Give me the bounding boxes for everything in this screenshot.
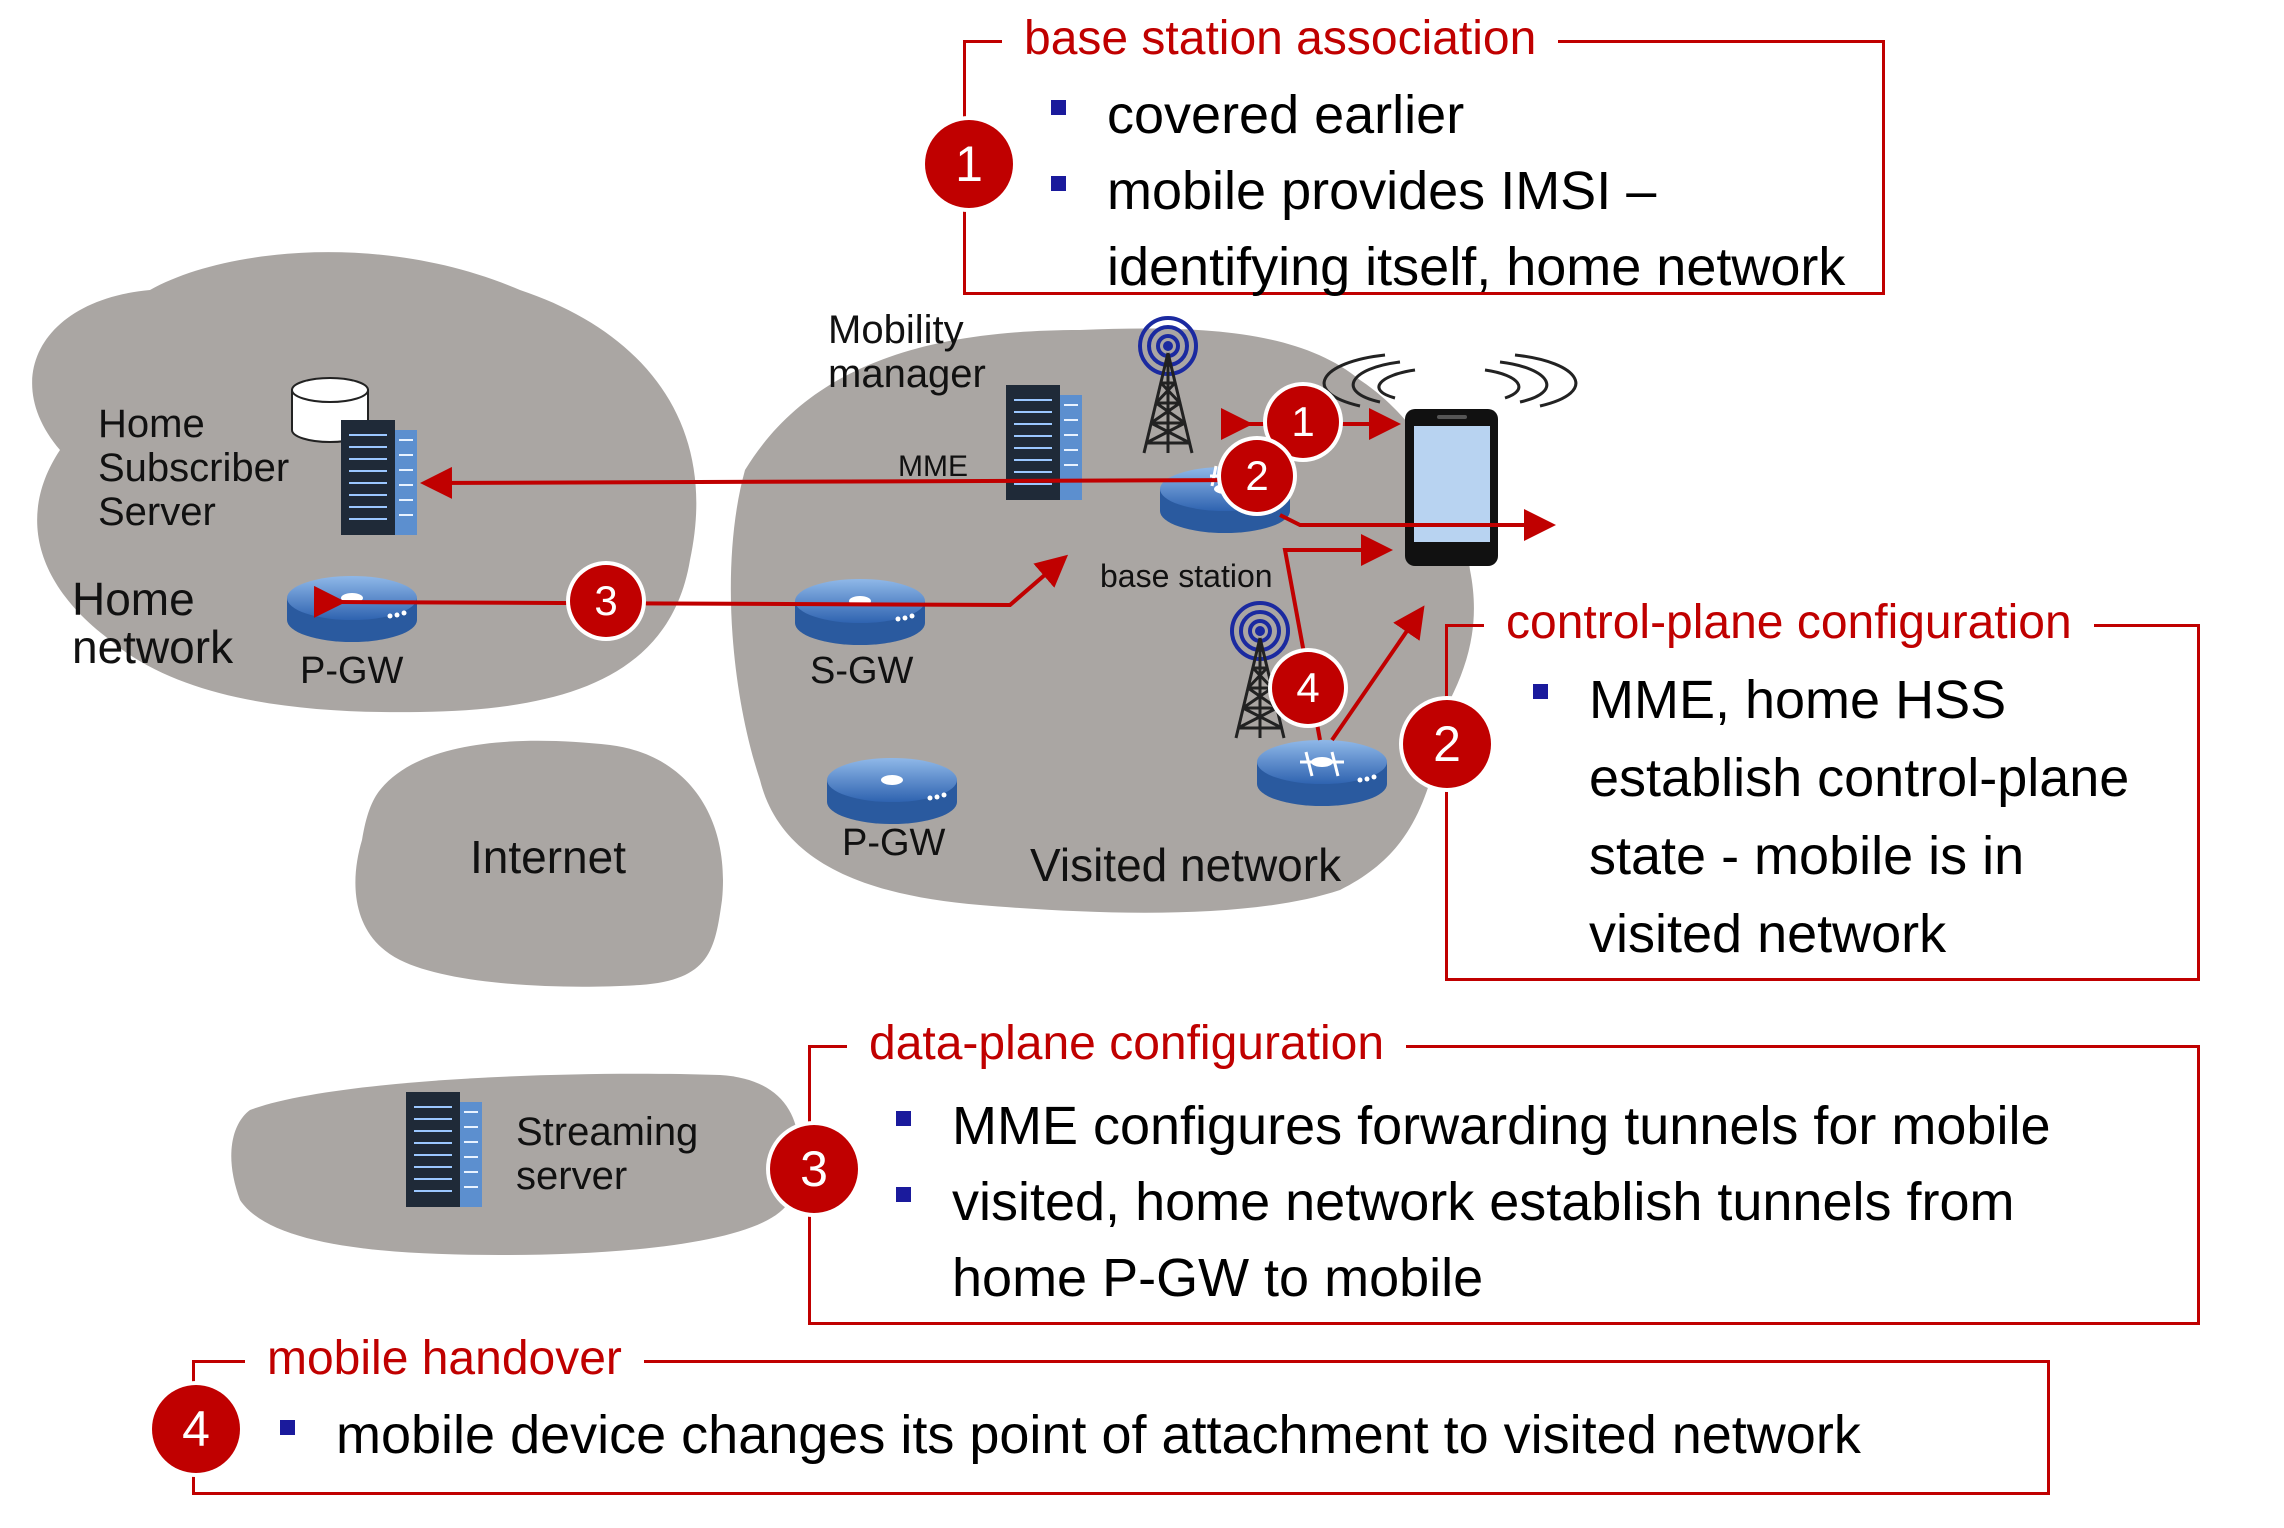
sgw-router-icon — [795, 579, 925, 645]
hss-server-icon — [340, 419, 418, 536]
step-1-badge: 1 — [1267, 386, 1339, 458]
sgw-label: S-GW — [810, 650, 914, 692]
control-plane-configuration-title: control-plane configuration — [1484, 593, 2094, 653]
wireless-signal-icon — [1322, 353, 1578, 408]
handover-mobile-arrow — [1330, 605, 1425, 742]
step-4-badge: 4 — [1272, 652, 1344, 724]
home-network-label: Home network — [72, 573, 234, 673]
step-3-badge: 3 — [570, 565, 642, 637]
base-station-association-callout: base station association covered earlier… — [963, 9, 1885, 297]
visited-pgw-router-icon — [827, 758, 957, 824]
bullet-item: identifying itself, home network — [1107, 237, 1846, 297]
base-station-2-router-icon — [1257, 740, 1387, 806]
mobility-manager-label: Mobility manager — [828, 308, 986, 396]
hss-label: Home Subscriber Server — [98, 402, 290, 534]
streaming-server-label: Streaming server — [516, 1110, 699, 1198]
streaming-server-icon — [405, 1091, 483, 1208]
control-plane-configuration-callout: control-plane configuration MME, home HS… — [1445, 593, 2200, 981]
bullet-item: visited, home network establish tunnels … — [896, 1164, 2050, 1240]
base-station-label: base station — [1100, 558, 1273, 594]
callout-1-badge: 1 — [925, 120, 1013, 208]
data-plane-configuration-bullets: MME configures forwarding tunnels for mo… — [896, 1088, 2050, 1316]
internet-cloud — [355, 740, 724, 987]
mobile-phone-icon — [1405, 409, 1498, 566]
mobile-handover-title: mobile handover — [245, 1329, 644, 1389]
visited-network-label: Visited network — [1030, 839, 1342, 891]
home-pgw-router-icon — [287, 576, 417, 642]
callout-3-badge: 3 — [770, 1125, 858, 1213]
data-plane-tunnel-arrow — [313, 554, 1069, 618]
bullet-item: covered earlier — [1051, 77, 1845, 153]
bullet-item: state - mobile is in — [1589, 826, 2025, 886]
internet-label: Internet — [470, 831, 626, 883]
data-plane-configuration-title: data-plane configuration — [847, 1014, 1407, 1074]
base-station-association-bullets: covered earlier mobile provides IMSI – i… — [1051, 77, 1845, 305]
bullet-item: MME, home HSS — [1533, 661, 2129, 739]
mme-label: MME — [898, 450, 968, 483]
bullet-item: MME configures forwarding tunnels for mo… — [896, 1088, 2050, 1164]
callout-2-badge: 2 — [1403, 700, 1491, 788]
callout-4-badge: 4 — [152, 1385, 240, 1473]
base-station-association-title: base station association — [1002, 9, 1559, 69]
mobile-handover-bullets: mobile device changes its point of attac… — [280, 1397, 1861, 1473]
bullet-item: establish control-plane — [1589, 748, 2130, 808]
bullet-item: visited network — [1589, 904, 1947, 964]
bullet-item: home P-GW to mobile — [952, 1248, 1484, 1308]
control-plane-configuration-bullets: MME, home HSS establish control-plane st… — [1533, 661, 2129, 973]
mme-to-mobile-arrow — [1279, 509, 1556, 541]
home-pgw-label: P-GW — [300, 650, 404, 692]
step-2-badge: 2 — [1221, 440, 1293, 512]
bullet-item: mobile provides IMSI – — [1051, 153, 1845, 229]
control-plane-arrow — [420, 466, 1261, 499]
data-plane-configuration-callout: data-plane configuration MME configures … — [808, 1014, 2200, 1325]
mobile-handover-callout: mobile handover mobile device changes it… — [192, 1329, 2050, 1495]
visited-pgw-label: P-GW — [842, 822, 946, 864]
streaming-cloud — [231, 1073, 799, 1255]
bullet-item: mobile device changes its point of attac… — [280, 1397, 1861, 1473]
